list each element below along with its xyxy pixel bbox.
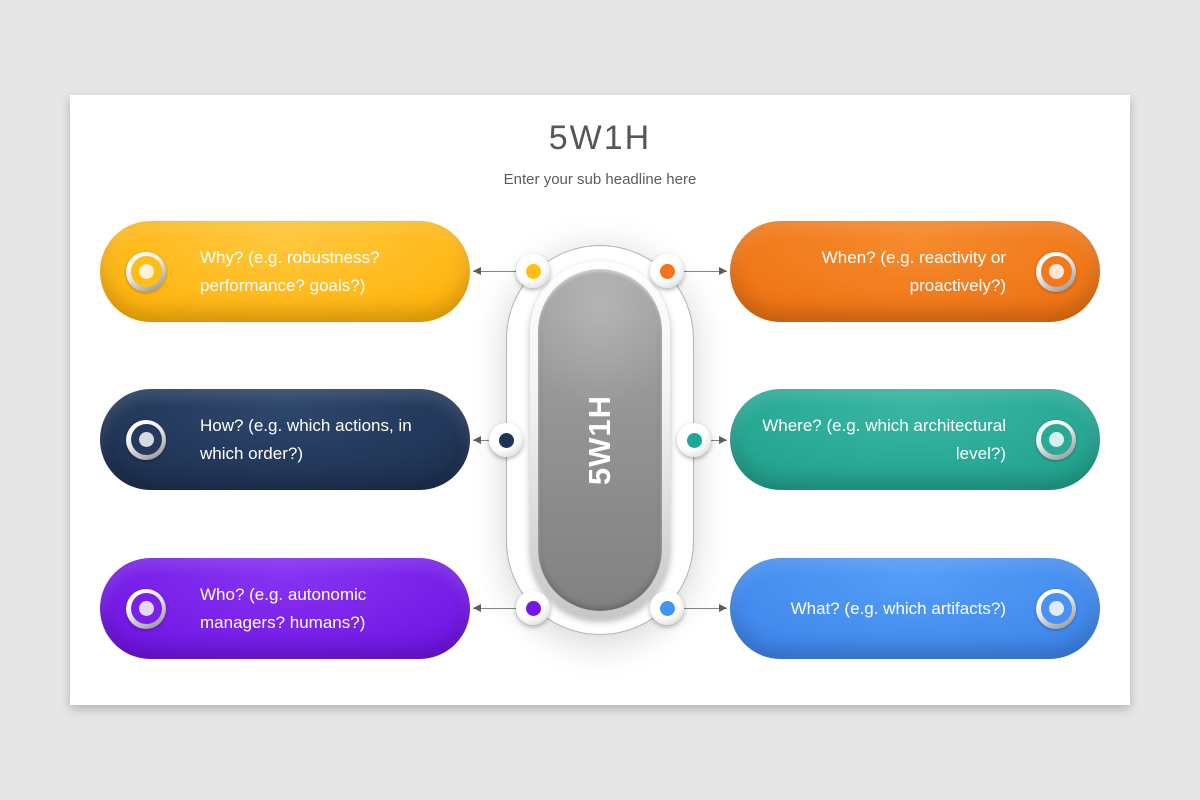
target-icon [126,251,166,292]
target-icon [1036,588,1076,629]
card-what[interactable]: What? (e.g. which artifacts?) [730,558,1100,659]
target-icon [126,419,166,460]
connector-node-when [650,254,684,288]
card-how-label: How? (e.g. which actions, in which order… [200,415,412,463]
card-who[interactable]: Who? (e.g. autonomic managers? humans?) [100,558,470,659]
card-where[interactable]: Where? (e.g. which architectural level?) [730,389,1100,490]
target-icon [126,588,166,629]
card-how[interactable]: How? (e.g. which actions, in which order… [100,389,470,490]
connector-node-who [516,591,550,625]
card-why-label: Why? (e.g. robustness? performance? goal… [200,247,380,295]
connector-arrow-why [473,267,516,275]
card-when[interactable]: When? (e.g. reactivity or proactively?) [730,221,1100,322]
connector-node-why [516,254,550,288]
connector-arrow-what [684,604,727,612]
connector-arrow-when [684,267,727,275]
page-title: 5W1H [548,119,652,157]
center-capsule[interactable]: 5W1H [538,269,662,611]
connector-node-where [677,423,711,457]
connector-arrow-who [473,604,516,612]
card-when-label: When? (e.g. reactivity or proactively?) [821,247,1006,295]
connector-node-how [489,423,523,457]
card-where-label: Where? (e.g. which architectural level?) [762,415,1006,463]
connector-arrow-where [711,436,727,444]
card-what-label: What? (e.g. which artifacts?) [790,598,1006,618]
center-label: 5W1H [581,394,617,486]
connector-node-what [650,591,684,625]
connector-arrow-how [473,436,489,444]
card-why[interactable]: Why? (e.g. robustness? performance? goal… [100,221,470,322]
card-who-label: Who? (e.g. autonomic managers? humans?) [200,584,367,632]
page-subtitle: Enter your sub headline here [503,171,697,188]
target-icon [1036,251,1076,292]
header: 5W1H Enter your sub headline here [70,95,1130,188]
slide-card: 5W1H Enter your sub headline here Why? (… [70,95,1130,705]
target-icon [1036,419,1076,460]
